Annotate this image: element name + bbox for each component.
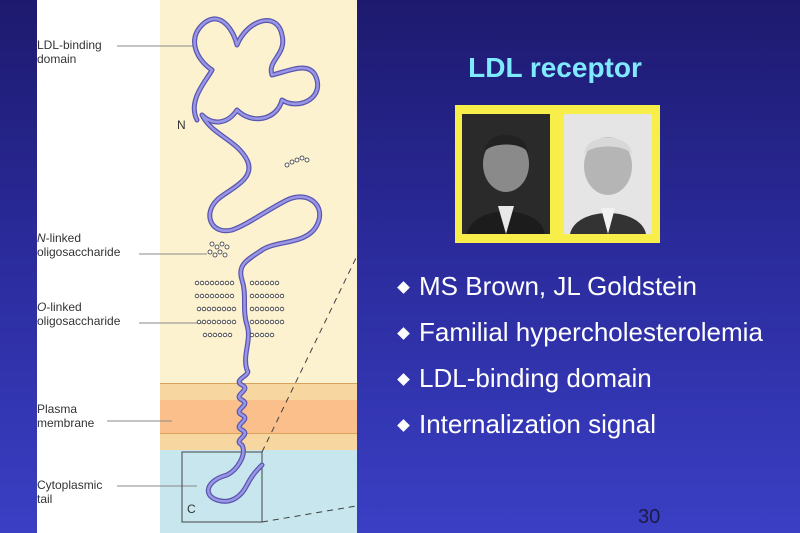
portrait-frame <box>455 105 660 243</box>
o-linked-oligosaccharide <box>194 280 285 338</box>
bullet-list: MS Brown, JL Goldstein Familial hypercho… <box>395 268 795 452</box>
bullet-item: Internalization signal <box>395 406 795 443</box>
portrait-photo-left <box>462 114 550 234</box>
diamond-bullet-icon <box>397 419 410 432</box>
protein-chain <box>191 16 323 504</box>
slide-title: LDL receptor <box>468 52 642 83</box>
diamond-bullet-icon <box>397 373 410 386</box>
portrait-photo-right <box>564 114 652 234</box>
cytoplasmic-tail-box <box>181 451 263 523</box>
bullet-item: MS Brown, JL Goldstein <box>395 268 795 305</box>
bullet-item: Familial hypercholesterolemia <box>395 314 795 351</box>
n-linked-oligosaccharide <box>207 155 310 258</box>
diamond-bullet-icon <box>397 281 410 294</box>
bullet-item: LDL-binding domain <box>395 360 795 397</box>
n-terminus-label: N <box>177 118 186 132</box>
c-terminus-label: C <box>187 502 196 516</box>
page-number: 30 <box>638 506 661 528</box>
diamond-bullet-icon <box>397 327 410 340</box>
protein-chain-highlight <box>193 17 321 503</box>
receptor-diagram <box>107 16 323 523</box>
